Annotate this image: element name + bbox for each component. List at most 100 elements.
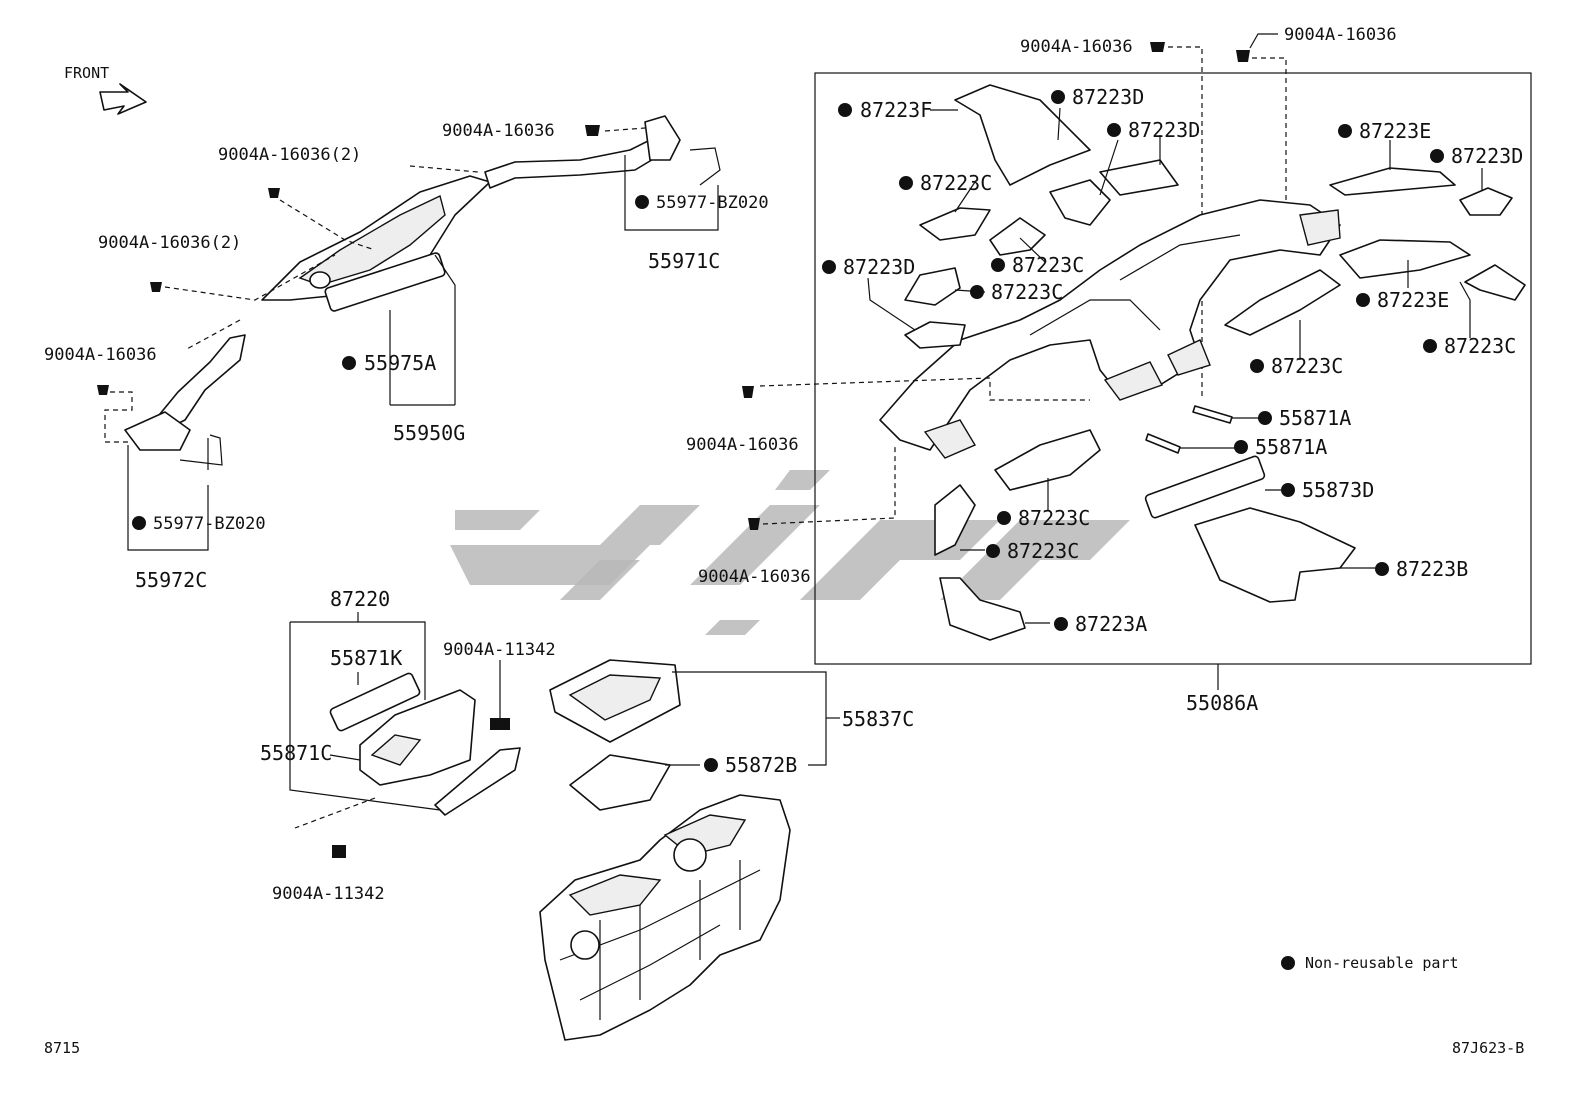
- bolt-icon: [490, 718, 510, 730]
- part-label: 55871C: [260, 741, 332, 765]
- legend-text: Non-reusable part: [1305, 954, 1459, 972]
- piece-87223D: [1049, 179, 1111, 226]
- assembly-box-55086A: [814, 72, 1532, 665]
- right-leaders: [759, 107, 1483, 624]
- front-label: FRONT: [64, 64, 109, 82]
- non-reusable-dot: [1234, 440, 1248, 454]
- part-label: 55950G: [393, 421, 465, 445]
- non-reusable-dot: [1250, 359, 1264, 373]
- non-reusable-dot: [1423, 339, 1437, 353]
- bracket-55977-left: [179, 434, 223, 466]
- bracket-55977-right: [689, 147, 721, 186]
- footer-right: 87J623-B: [1452, 1039, 1524, 1057]
- bolt-label: 9004A-11342: [272, 884, 385, 904]
- part-label: 87223D: [1451, 144, 1523, 168]
- piece-87223A: [939, 577, 1026, 641]
- non-reusable-dot: [1338, 124, 1352, 138]
- non-reusable-dot: [1054, 617, 1068, 631]
- part-label: 87220: [330, 587, 390, 611]
- gasket-55872B: [569, 754, 671, 811]
- part-label: 87223C: [920, 171, 992, 195]
- part-label: 87223D: [1128, 118, 1200, 142]
- non-reusable-dot: [1258, 411, 1272, 425]
- legend-dot: [1281, 956, 1295, 970]
- part-label: 55871K: [330, 646, 402, 670]
- clip-icon: [97, 385, 109, 395]
- non-reusable-dot: [132, 516, 146, 530]
- seal-55871A: [1192, 405, 1233, 424]
- duct-outlet: [309, 271, 331, 289]
- non-reusable-dot: [1375, 562, 1389, 576]
- piece-87223C: [919, 207, 991, 241]
- gasket-55975A: [324, 252, 446, 312]
- non-reusable-dot: [1430, 149, 1444, 163]
- non-reusable-dot: [822, 260, 836, 274]
- piece-87223C: [994, 429, 1101, 491]
- non-reusable-dot: [899, 176, 913, 190]
- part-label: 87223C: [1018, 506, 1090, 530]
- gasket-55871K: [329, 672, 421, 732]
- clip-icon: [1150, 42, 1165, 52]
- non-reusable-dot: [970, 285, 984, 299]
- clip-label: 9004A-16036: [686, 435, 799, 455]
- part-label: 87223A: [1075, 612, 1147, 636]
- part-label: 55871A: [1255, 435, 1327, 459]
- clip-label: 9004A-16036: [44, 345, 157, 365]
- piece-87223F: [954, 84, 1091, 186]
- piece-87223C: [1224, 269, 1341, 336]
- part-label: 87223D: [1072, 85, 1144, 109]
- part-label: 87223C: [1271, 354, 1343, 378]
- clips-left: [97, 42, 1250, 530]
- duct-87220-outlet: [434, 747, 521, 816]
- insulator-pieces: [904, 84, 1526, 641]
- duct-55972C-end: [124, 411, 191, 451]
- part-label: 55837C: [842, 707, 914, 731]
- clip-label: 9004A-16036: [1284, 25, 1397, 45]
- non-reusable-dot: [997, 511, 1011, 525]
- clip-label-x2: 9004A-16036(2): [218, 145, 361, 165]
- non-reusable-dot: [1281, 483, 1295, 497]
- part-label: 55872B: [725, 753, 797, 777]
- gasket-55873D: [1144, 455, 1266, 519]
- part-label: 55977-BZ020: [153, 514, 266, 534]
- footer-left: 8715: [44, 1039, 80, 1057]
- part-label: 87223C: [1012, 253, 1084, 277]
- clip-label: 9004A-16036: [442, 121, 555, 141]
- part-label: 55972C: [135, 568, 207, 592]
- non-reusable-dot: [986, 544, 1000, 558]
- duct-55971C-end: [644, 115, 681, 161]
- non-reusable-dot: [1356, 293, 1370, 307]
- piece-87223B: [1194, 507, 1356, 603]
- piece-87223D: [904, 321, 966, 349]
- clip-label: 9004A-16036: [1020, 37, 1133, 57]
- piece-87223C: [904, 267, 961, 306]
- clip-icon: [742, 386, 754, 398]
- clip-icon: [585, 125, 600, 136]
- duct-main-55086A: [879, 199, 1341, 459]
- part-label: 55975A: [364, 351, 436, 375]
- part-label: 87223D: [843, 255, 915, 279]
- duct-55950G-inner: [298, 195, 446, 286]
- part-label: 87223C: [991, 280, 1063, 304]
- part-label: 55871A: [1279, 406, 1351, 430]
- part-label: 87223E: [1359, 119, 1431, 143]
- part-label: 87223C: [1007, 539, 1079, 563]
- non-reusable-dot: [342, 356, 356, 370]
- piece-87223E: [1339, 239, 1471, 279]
- part-label: 87223F: [860, 98, 932, 122]
- part-label: 55086A: [1186, 691, 1258, 715]
- non-reusable-dot: [1107, 123, 1121, 137]
- non-reusable-dot: [704, 758, 718, 772]
- bolt-label: 9004A-11342: [443, 640, 556, 660]
- front-arrow-icon: [99, 83, 147, 115]
- clip-icon: [268, 188, 280, 198]
- bolt-icon: [332, 845, 346, 858]
- piece-87223C: [1464, 264, 1526, 301]
- clip-icon: [1236, 50, 1250, 62]
- part-label: 87223C: [1444, 334, 1516, 358]
- left-duct-group: [124, 115, 721, 466]
- duct-55971C: [484, 139, 661, 189]
- part-label: 87223E: [1377, 288, 1449, 312]
